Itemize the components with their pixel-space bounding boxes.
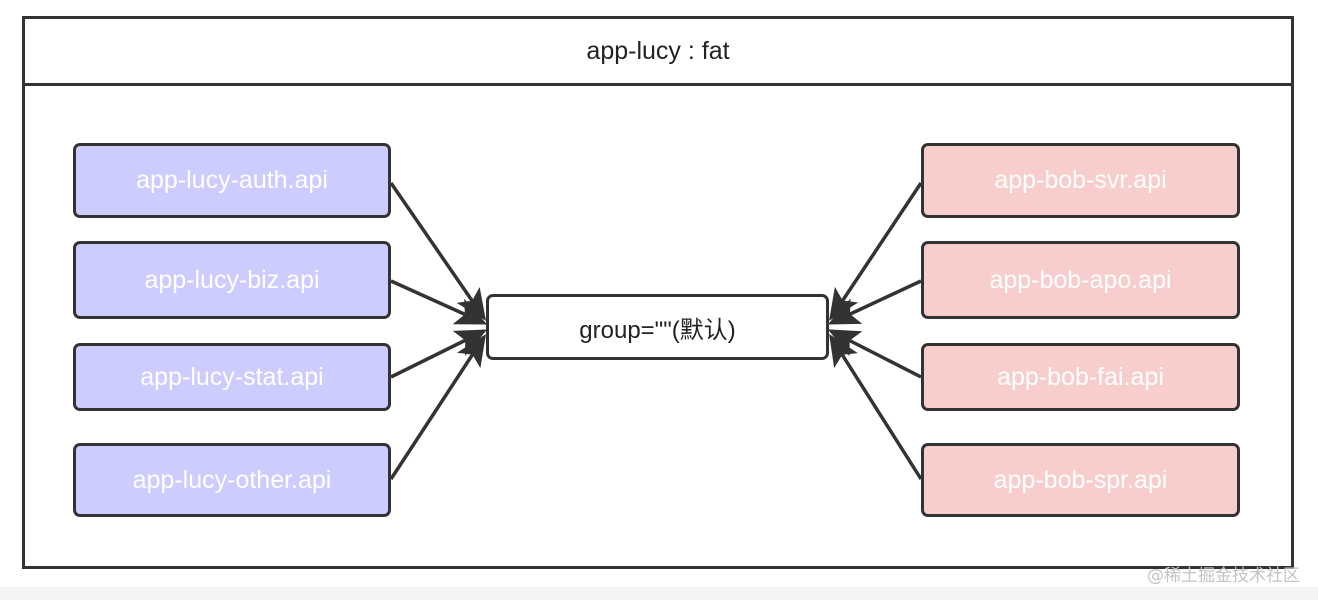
node-label: app-bob-apo.api [989,265,1172,294]
node-label: app-lucy-stat.api [140,362,324,391]
node-label: app-bob-svr.api [994,166,1167,194]
node-app-lucy-other: app-lucy-other.api [73,443,391,517]
node-app-lucy-auth: app-lucy-auth.api [73,143,391,218]
node-label: group=""(默认) [579,316,736,344]
node-app-lucy-stat: app-lucy-stat.api [73,343,391,411]
node-label: app-bob-spr.api [993,465,1168,494]
watermark-text: @稀土掘金技术社区 [1147,566,1300,586]
node-group-default: group=""(默认) [486,294,829,360]
node-app-bob-fai: app-bob-fai.api [921,343,1240,411]
node-app-bob-spr: app-bob-spr.api [921,443,1240,517]
page-footer-strip [0,587,1318,600]
node-label: app-lucy-other.api [132,465,332,494]
node-label: app-lucy-auth.api [136,166,328,194]
node-label: app-bob-fai.api [997,362,1164,391]
node-label: app-lucy-biz.api [144,265,320,294]
container-title: app-lucy : fat [25,19,1291,86]
node-app-bob-svr: app-bob-svr.api [921,143,1240,218]
node-app-bob-apo: app-bob-apo.api [921,241,1240,319]
node-app-lucy-biz: app-lucy-biz.api [73,241,391,319]
